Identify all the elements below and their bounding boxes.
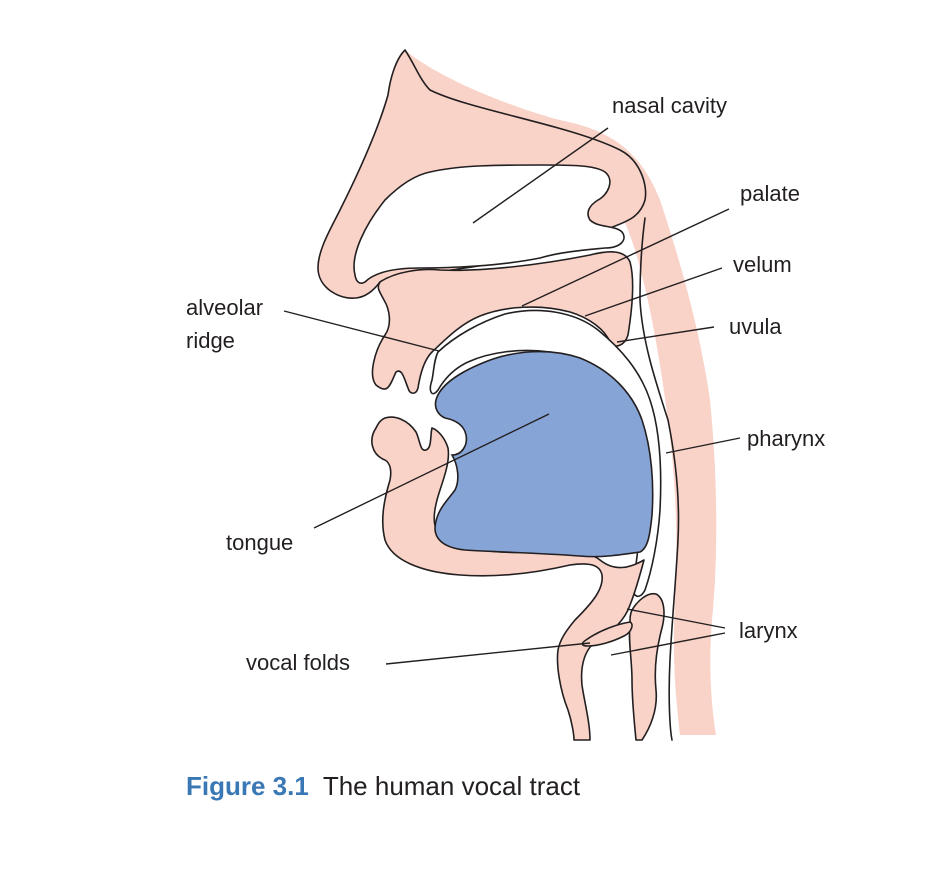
tongue-shape (434, 350, 654, 558)
upper-jaw (371, 251, 634, 395)
figure-number: Figure 3.1 (186, 771, 309, 801)
label-pharynx: pharynx (747, 426, 825, 451)
leader-nasal-cavity (472, 127, 609, 224)
leader-vocal-folds (385, 642, 591, 665)
figure-caption-text: The human vocal tract (322, 771, 581, 801)
label-alveolar-ridge-line1: alveolar (186, 295, 263, 320)
leader-uvula (616, 326, 715, 343)
leader-pharynx (665, 437, 741, 454)
label-alveolar-ridge-line2: ridge (186, 328, 235, 353)
vocal-fold (581, 621, 633, 647)
leader-larynx-upper (626, 608, 726, 629)
head-neck-tissue (405, 50, 717, 735)
label-vocal-folds: vocal folds (246, 650, 350, 675)
label-larynx: larynx (739, 618, 798, 643)
label-tongue: tongue (226, 530, 293, 555)
leader-larynx-lower (610, 632, 726, 656)
label-nasal-cavity: nasal cavity (612, 93, 727, 118)
leader-alveolar-ridge (283, 310, 440, 352)
nasal-cavity-shape (353, 164, 625, 284)
label-velum: velum (733, 252, 792, 277)
label-palate: palate (740, 181, 800, 206)
figure-caption: Figure 3.1 The human vocal tract (186, 771, 580, 802)
leader-tongue (313, 413, 550, 529)
leader-palate (521, 208, 730, 307)
leader-velum (584, 267, 723, 317)
label-uvula: uvula (729, 314, 782, 339)
